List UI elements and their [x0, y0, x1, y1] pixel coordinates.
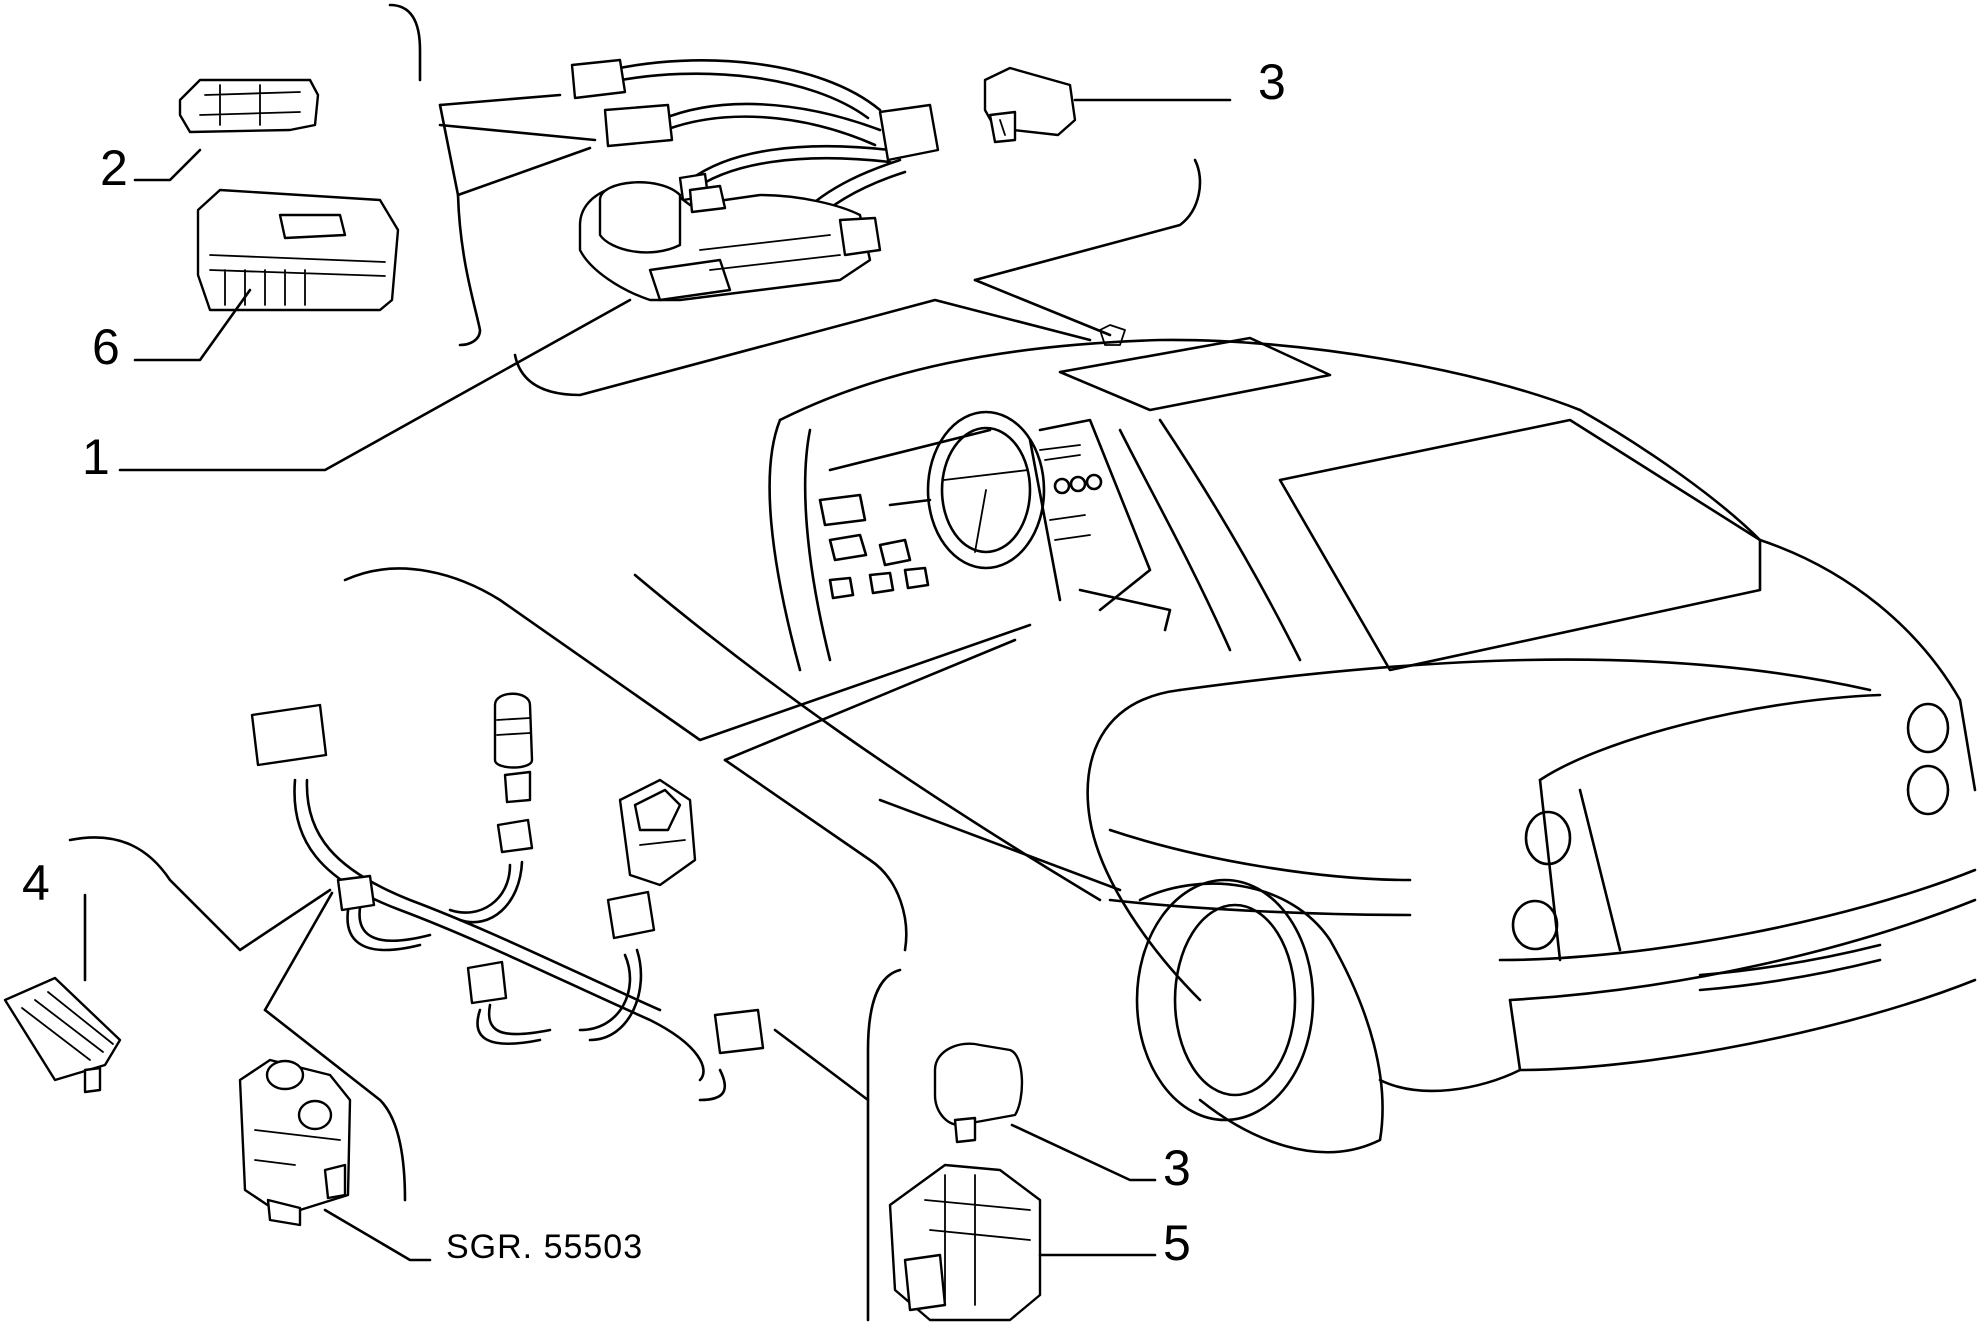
part-2-connector-housing [178, 78, 320, 134]
part-5-relay-socket [888, 1163, 1042, 1322]
window-rocker-switch [618, 778, 697, 887]
window-motor-assembly [570, 58, 940, 302]
callout-4: 4 [22, 855, 50, 911]
lower-left-brackets [68, 567, 1032, 1322]
leader-6 [133, 288, 252, 362]
part-3-relay-upper [983, 66, 1077, 144]
car-outline [633, 336, 1977, 1154]
top-group-brackets [118, 3, 632, 472]
part-4-push-button [3, 976, 122, 1094]
dashboard-interior [818, 410, 1172, 632]
callout-3-upper: 3 [1258, 54, 1286, 110]
callout-3-lower: 3 [1163, 1140, 1191, 1196]
leader-2 [133, 148, 202, 182]
door-lock-plug [493, 692, 534, 804]
roof-pointer-lines [513, 158, 1202, 397]
callout-2: 2 [100, 140, 128, 196]
callout-1: 1 [82, 429, 110, 485]
callout-5: 5 [1163, 1215, 1191, 1271]
sgr-switch-assembly [238, 1058, 352, 1227]
leader-3-lower [1010, 1123, 1157, 1182]
part-6-connector-block [196, 188, 400, 312]
reference-label: SGR. 55503 [446, 1228, 644, 1266]
part-3-relay-lower [933, 1042, 1024, 1144]
leader-sgr [323, 1208, 432, 1262]
callout-6: 6 [92, 319, 120, 375]
door-wiring-harness [250, 703, 765, 1102]
